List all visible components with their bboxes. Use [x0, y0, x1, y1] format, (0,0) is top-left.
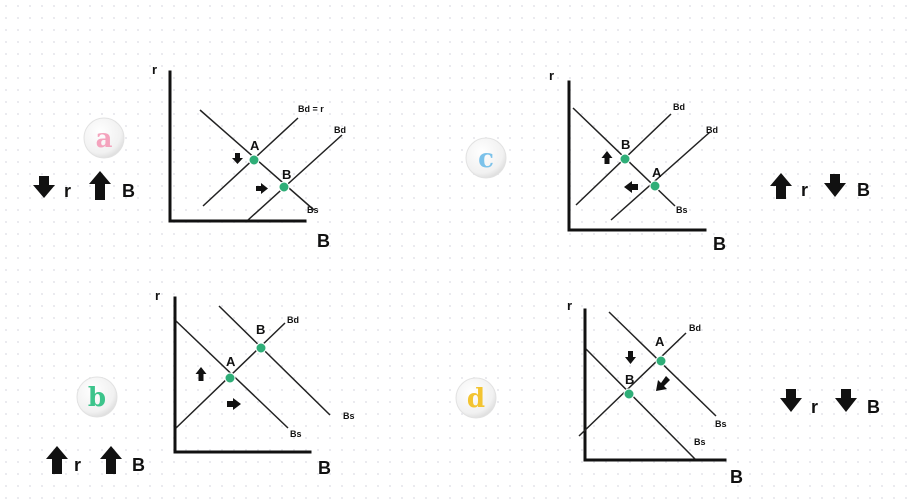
summary-d-r-label: r — [811, 397, 818, 417]
summary-c-r-label: r — [801, 180, 808, 200]
badge-b: b — [76, 376, 118, 418]
down-arrow-icon — [625, 351, 636, 364]
graph-c: r B Bd Bd Bs B A — [549, 68, 726, 254]
curve-bd-a — [247, 134, 343, 221]
right-arrow-icon — [227, 398, 241, 410]
curve-bd-d — [578, 332, 687, 437]
curve-bs-left-label-d: Bs — [694, 437, 706, 447]
graph-d: r B Bd Bs Bs A B — [567, 298, 743, 487]
equilibrium-point-b2 — [255, 342, 267, 354]
axes-a — [168, 70, 307, 223]
equilibrium-point-b1 — [224, 372, 236, 384]
curve-bs-left-label-b: Bs — [290, 429, 302, 439]
point-label-b1: A — [226, 354, 236, 369]
curve-bd-top-label-c: Bd — [673, 102, 685, 112]
summary-c: r B — [770, 173, 870, 200]
curve-bd-label-c: Bd — [706, 125, 718, 135]
right-arrow-icon — [256, 183, 268, 194]
curve-bd-label-d: Bd — [689, 323, 701, 333]
summary-a-b-label: B — [122, 181, 135, 201]
summary-b: r B — [46, 446, 145, 475]
axes-b — [173, 296, 312, 454]
badge-c: c — [465, 137, 507, 179]
axes-c — [567, 80, 707, 232]
summary-b-r-label: r — [74, 455, 81, 475]
badge-d: d — [455, 377, 497, 419]
down-arrow-icon — [232, 153, 243, 164]
axis-x-label-c: B — [713, 234, 726, 254]
b-up-arrow-icon — [89, 171, 111, 200]
curve-bs-label-a: Bs — [307, 205, 319, 215]
curve-bd-c — [610, 131, 711, 221]
equilibrium-point-d1 — [655, 355, 667, 367]
curve-bs-right-label-d: Bs — [715, 419, 727, 429]
point-label-a1: A — [250, 138, 260, 153]
badge-a-letter: a — [96, 124, 113, 154]
summary-d: r B — [780, 389, 880, 417]
curve-bs-label-c: Bs — [676, 205, 688, 215]
panel-c: c r B r B Bd Bd Bs B A — [465, 68, 870, 254]
curve-bs-right-label-b: Bs — [343, 411, 355, 421]
r-down-arrow-icon — [33, 176, 55, 198]
axis-y-label-a: r — [152, 62, 157, 77]
axis-y-label-b: r — [155, 288, 160, 303]
badge-c-letter: c — [478, 144, 494, 174]
point-label-a2: B — [282, 167, 291, 182]
badge-b-letter: b — [88, 383, 106, 413]
b-down-arrow-icon — [835, 389, 857, 412]
b-down-arrow-icon — [824, 174, 846, 197]
summary-a: r B — [33, 171, 135, 201]
curve-bd-label-a: Bd — [334, 125, 346, 135]
left-arrow-icon — [624, 181, 638, 193]
r-down-arrow-icon — [780, 389, 802, 412]
equilibrium-point-c1 — [619, 153, 631, 165]
badge-a: a — [83, 117, 125, 159]
b-up-arrow-icon — [100, 446, 122, 474]
up-arrow-icon — [195, 367, 207, 381]
point-label-c1: B — [621, 137, 630, 152]
equilibrium-point-a1 — [248, 154, 260, 166]
curve-bs-left-d — [585, 348, 696, 460]
curve-bd-top-label-a: Bd = r — [298, 104, 324, 114]
curve-bs-right-b — [218, 305, 331, 416]
axes-d — [583, 308, 727, 462]
panel-b: b r B r B Bd Bs Bs A B — [46, 288, 355, 478]
point-label-d1: A — [655, 334, 665, 349]
equilibrium-point-a2 — [278, 181, 290, 193]
curve-bd-label-b: Bd — [287, 315, 299, 325]
point-label-d2: B — [625, 372, 634, 387]
graph-b: r B Bd Bs Bs A B — [155, 288, 355, 478]
graph-a: r B Bd = r Bd Bs A B — [152, 62, 346, 251]
panel-a: a r B r B Bd = r Bd Bs A B — [33, 62, 346, 251]
axis-x-label-a: B — [317, 231, 330, 251]
equilibrium-point-d2 — [623, 388, 635, 400]
equilibrium-point-c2 — [649, 180, 661, 192]
badge-d-letter: d — [467, 384, 485, 414]
point-label-c2: A — [652, 165, 662, 180]
axis-y-label-c: r — [549, 68, 554, 83]
point-label-b2: B — [256, 322, 265, 337]
summary-d-b-label: B — [867, 397, 880, 417]
panel-d: d r B r B Bd Bs Bs A B — [455, 298, 880, 487]
r-up-arrow-icon — [46, 446, 68, 474]
summary-c-b-label: B — [857, 180, 870, 200]
r-up-arrow-icon — [770, 173, 792, 199]
down-left-arrow-icon — [656, 376, 670, 391]
axis-x-label-b: B — [318, 458, 331, 478]
up-arrow-icon — [601, 151, 613, 164]
axis-y-label-d: r — [567, 298, 572, 313]
summary-b-b-label: B — [132, 455, 145, 475]
axis-x-label-d: B — [730, 467, 743, 487]
summary-a-r-label: r — [64, 181, 71, 201]
